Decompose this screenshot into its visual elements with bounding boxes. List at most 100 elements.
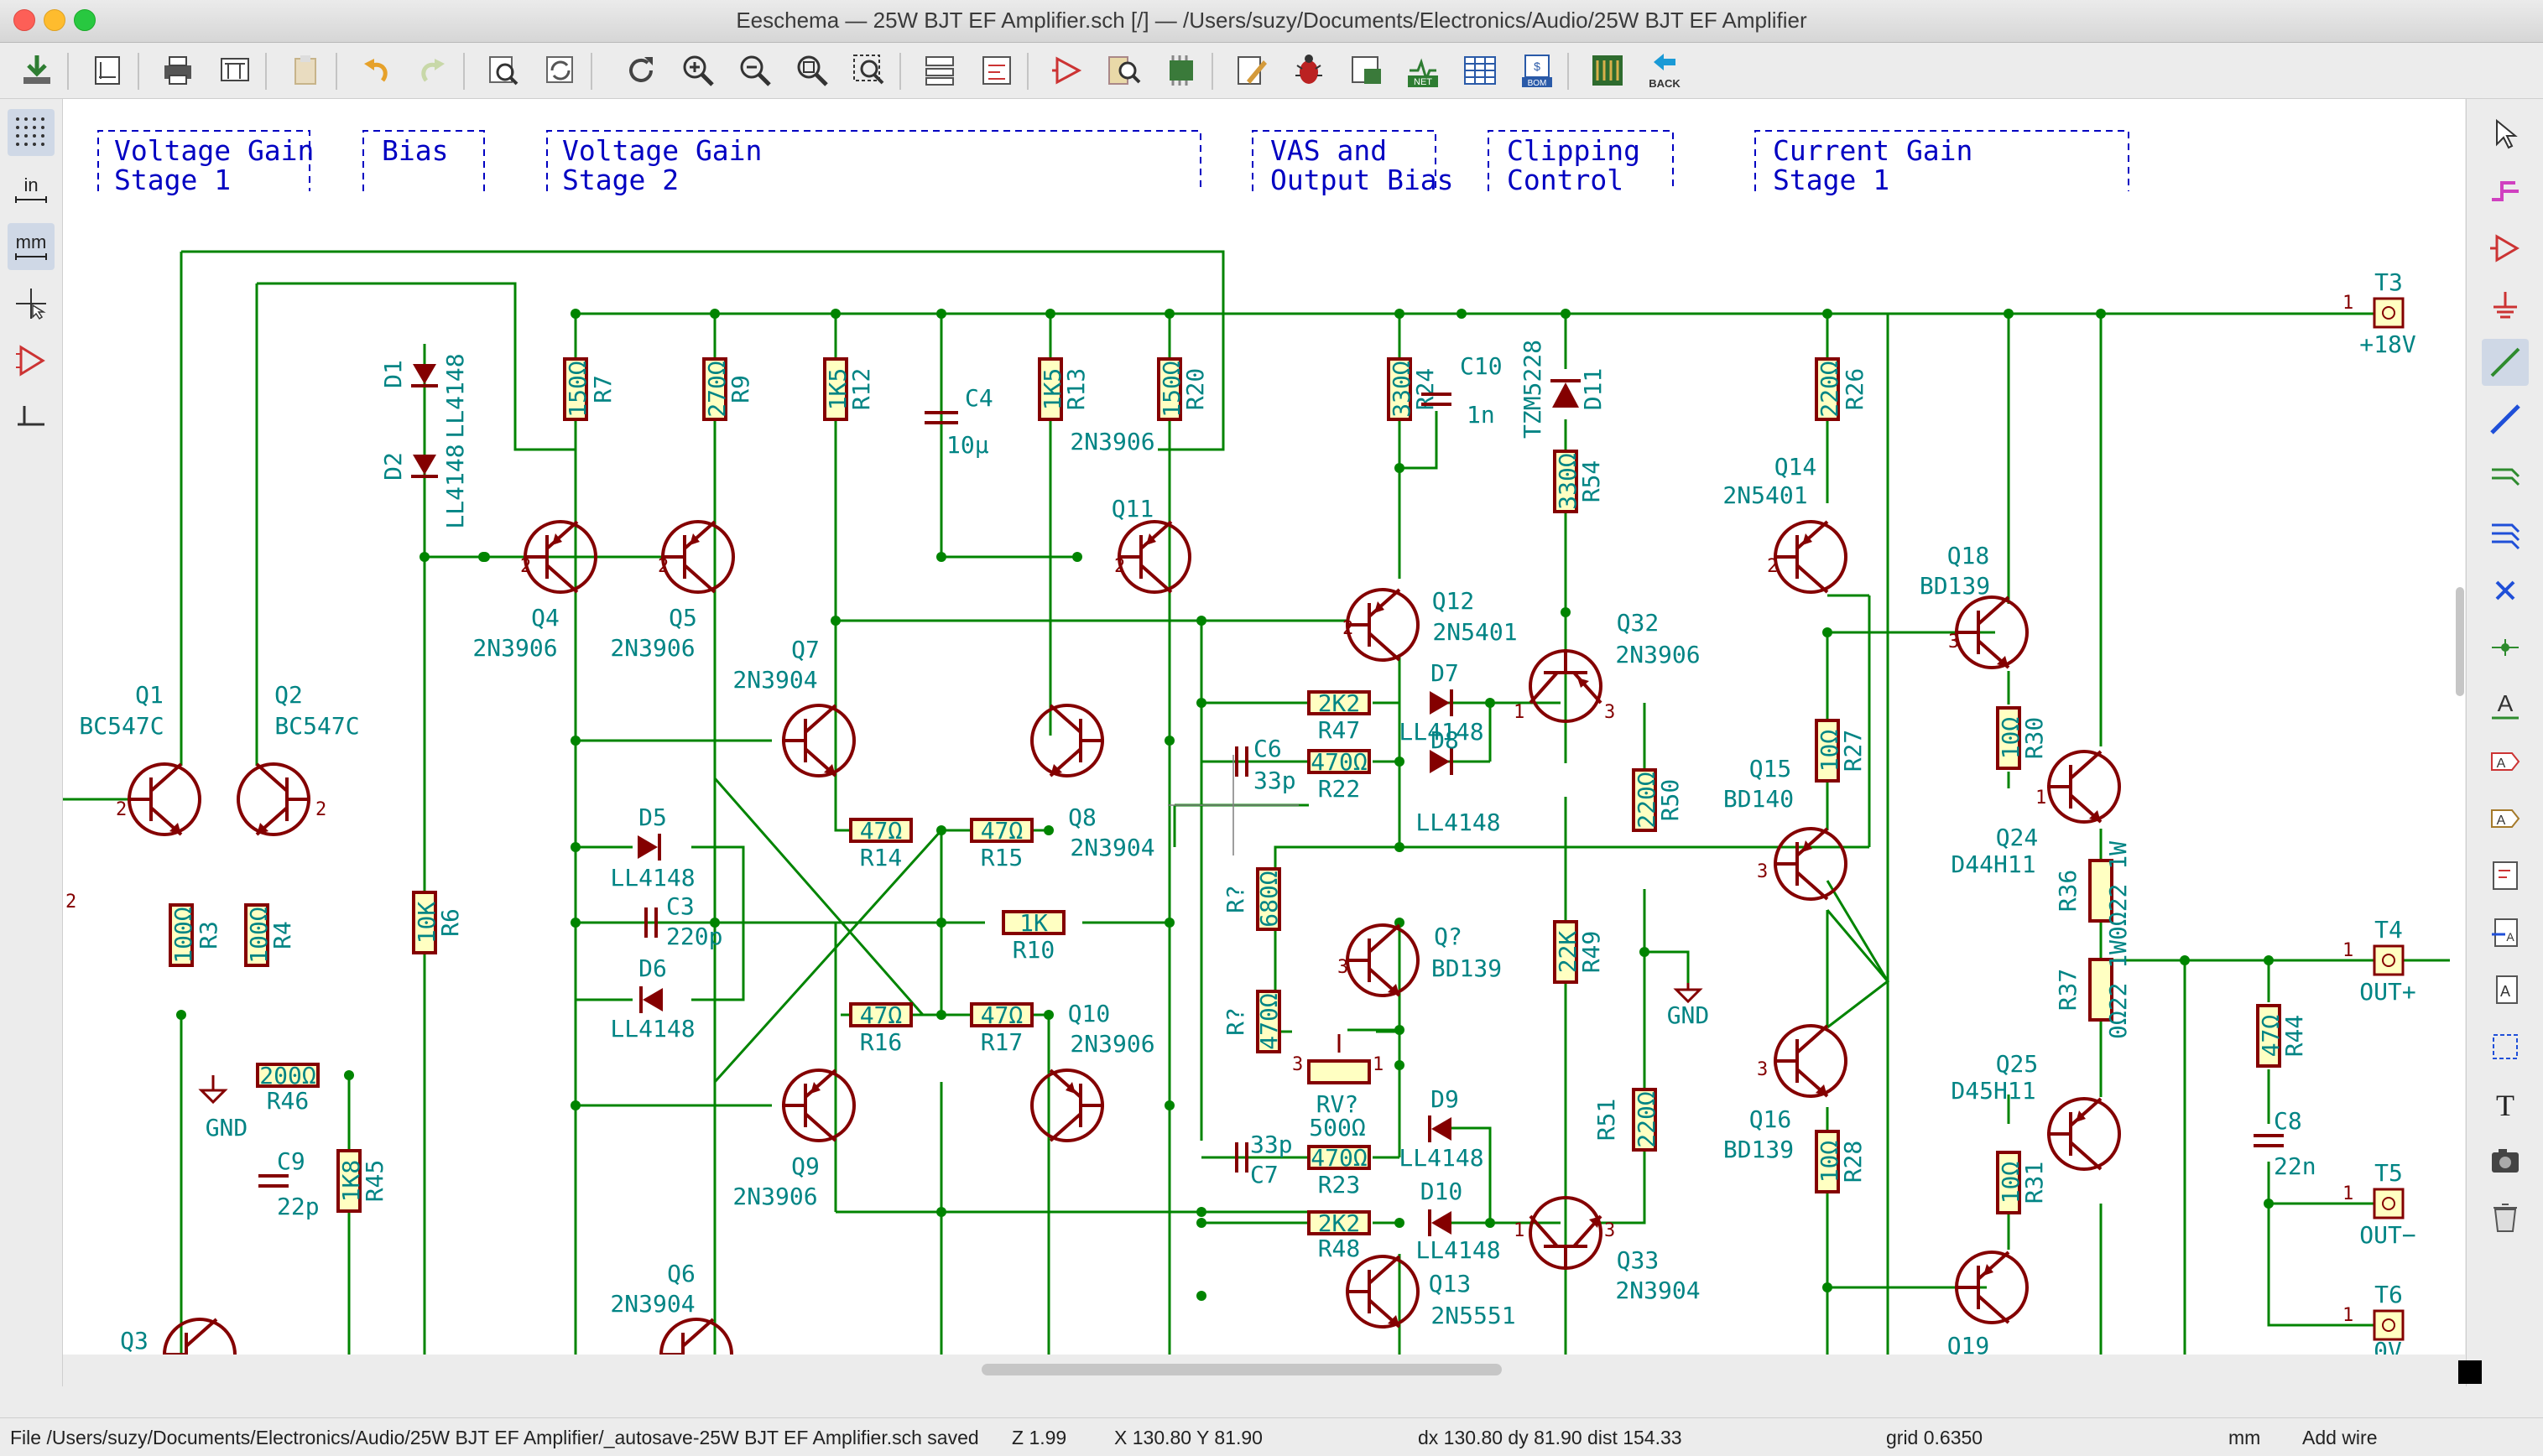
svg-text:10µ: 10µ — [946, 431, 989, 459]
zoom-fit-icon[interactable] — [790, 48, 834, 93]
leave-sheet-icon[interactable] — [975, 48, 1019, 93]
hierarchy-navigator-icon[interactable] — [918, 48, 961, 93]
zoom-selection-icon[interactable] — [847, 48, 891, 93]
footprint-assign-icon[interactable] — [1159, 48, 1203, 93]
add-symbol-icon[interactable] — [2482, 225, 2529, 272]
library-browser-icon[interactable] — [1102, 48, 1146, 93]
svg-text:LL4148: LL4148 — [1415, 809, 1500, 836]
print-icon[interactable] — [156, 48, 200, 93]
svg-text:R4: R4 — [268, 921, 296, 949]
toolbar-separator — [591, 53, 592, 90]
svg-text:1: 1 — [1514, 1220, 1524, 1241]
grid-toggle-icon[interactable] — [8, 109, 55, 156]
find-icon[interactable] — [482, 48, 525, 93]
minimize-window-button[interactable] — [44, 9, 65, 31]
hidden-pins-icon[interactable] — [8, 337, 55, 384]
plot-icon[interactable] — [213, 48, 257, 93]
add-power-icon[interactable] — [2482, 282, 2529, 329]
schematic-canvas[interactable]: Voltage Gain Stage 1 Bias Voltage Gain S… — [63, 99, 2465, 1355]
zoom-window-button[interactable] — [74, 9, 96, 31]
svg-text:330Ω: 330Ω — [1554, 453, 1582, 509]
svg-text:1: 1 — [2342, 1183, 2353, 1204]
save-icon[interactable] — [15, 48, 59, 93]
svg-text:1: 1 — [2342, 293, 2353, 314]
find-replace-icon[interactable] — [539, 48, 582, 93]
add-hier-sheet-icon[interactable] — [2482, 852, 2529, 899]
back-annotate-icon[interactable]: BACK — [1643, 48, 1686, 93]
status-file: File /Users/suzy/Documents/Electronics/A… — [10, 1427, 979, 1448]
netlist-icon[interactable]: NET — [1401, 48, 1445, 93]
status-cursor-xy: X 130.80 Y 81.90 — [1114, 1427, 1263, 1448]
svg-text:Q16: Q16 — [1749, 1105, 1792, 1133]
svg-text:Q8: Q8 — [1068, 803, 1097, 831]
toolbar-separator — [265, 53, 267, 90]
add-sheet-pin-icon[interactable]: A — [2482, 966, 2529, 1013]
svg-text:R22: R22 — [1318, 775, 1361, 803]
bus-to-bus-entry-icon[interactable] — [2482, 510, 2529, 557]
svg-text:T4: T4 — [2374, 916, 2403, 944]
netlist-sim-icon[interactable] — [1344, 48, 1388, 93]
add-text-icon[interactable]: T — [2482, 1080, 2529, 1127]
horizontal-scrollbar[interactable] — [982, 1364, 1502, 1375]
add-bus-icon[interactable] — [2482, 396, 2529, 443]
svg-text:D2: D2 — [379, 452, 407, 481]
add-junction-icon[interactable] — [2482, 624, 2529, 671]
paste-icon[interactable] — [284, 48, 327, 93]
vertical-scrollbar[interactable] — [2456, 587, 2464, 696]
svg-text:220Ω: 220Ω — [1816, 361, 1843, 417]
svg-text:R37: R37 — [2054, 969, 2082, 1011]
svg-text:BD140: BD140 — [1723, 785, 1794, 813]
close-window-button[interactable] — [13, 9, 35, 31]
refresh-icon[interactable] — [619, 48, 663, 93]
select-arrow-icon[interactable] — [2482, 111, 2529, 158]
svg-text:C7: C7 — [1250, 1161, 1279, 1188]
svg-text:2N3904: 2N3904 — [1070, 834, 1154, 861]
svg-text:BC547C: BC547C — [274, 712, 359, 740]
add-wire-icon[interactable] — [2482, 339, 2529, 386]
no-connect-icon[interactable] — [2482, 567, 2529, 614]
erc-icon[interactable] — [1287, 48, 1331, 93]
zoom-out-icon[interactable] — [733, 48, 777, 93]
svg-text:Q24: Q24 — [1996, 824, 2039, 851]
undo-icon[interactable] — [354, 48, 398, 93]
redo-icon[interactable] — [411, 48, 455, 93]
highlight-net-icon[interactable] — [2482, 168, 2529, 215]
svg-text:680Ω: 680Ω — [1255, 871, 1283, 927]
bom-file-icon[interactable]: $BOM — [1515, 48, 1559, 93]
units-inches-icon[interactable]: in — [8, 166, 55, 213]
bom-icon[interactable] — [1458, 48, 1502, 93]
svg-text:R31: R31 — [2020, 1162, 2048, 1204]
crosshair-cursor — [1168, 755, 1299, 855]
delete-trash-icon[interactable] — [2482, 1194, 2529, 1241]
svg-text:R28: R28 — [1839, 1141, 1867, 1183]
page-settings-icon[interactable] — [86, 48, 129, 93]
wire-to-bus-entry-icon[interactable] — [2482, 453, 2529, 500]
library-editor-icon[interactable] — [1045, 48, 1089, 93]
import-sheet-pin-icon[interactable]: A — [2482, 909, 2529, 956]
add-hier-label-icon[interactable]: A — [2482, 795, 2529, 842]
units-mm-icon[interactable]: mm — [8, 223, 55, 270]
zoom-in-icon[interactable] — [676, 48, 720, 93]
add-global-label-icon[interactable]: A — [2482, 738, 2529, 785]
add-graphic-lines-icon[interactable] — [2482, 1023, 2529, 1070]
add-image-icon[interactable] — [2482, 1137, 2529, 1184]
svg-text:T3: T3 — [2374, 268, 2403, 296]
pcbnew-icon[interactable] — [1586, 48, 1629, 93]
wire-angle-icon[interactable] — [8, 394, 55, 441]
annotate-icon[interactable] — [1230, 48, 1274, 93]
add-label-icon[interactable]: A — [2482, 681, 2529, 728]
cursor-shape-icon[interactable] — [8, 280, 55, 327]
